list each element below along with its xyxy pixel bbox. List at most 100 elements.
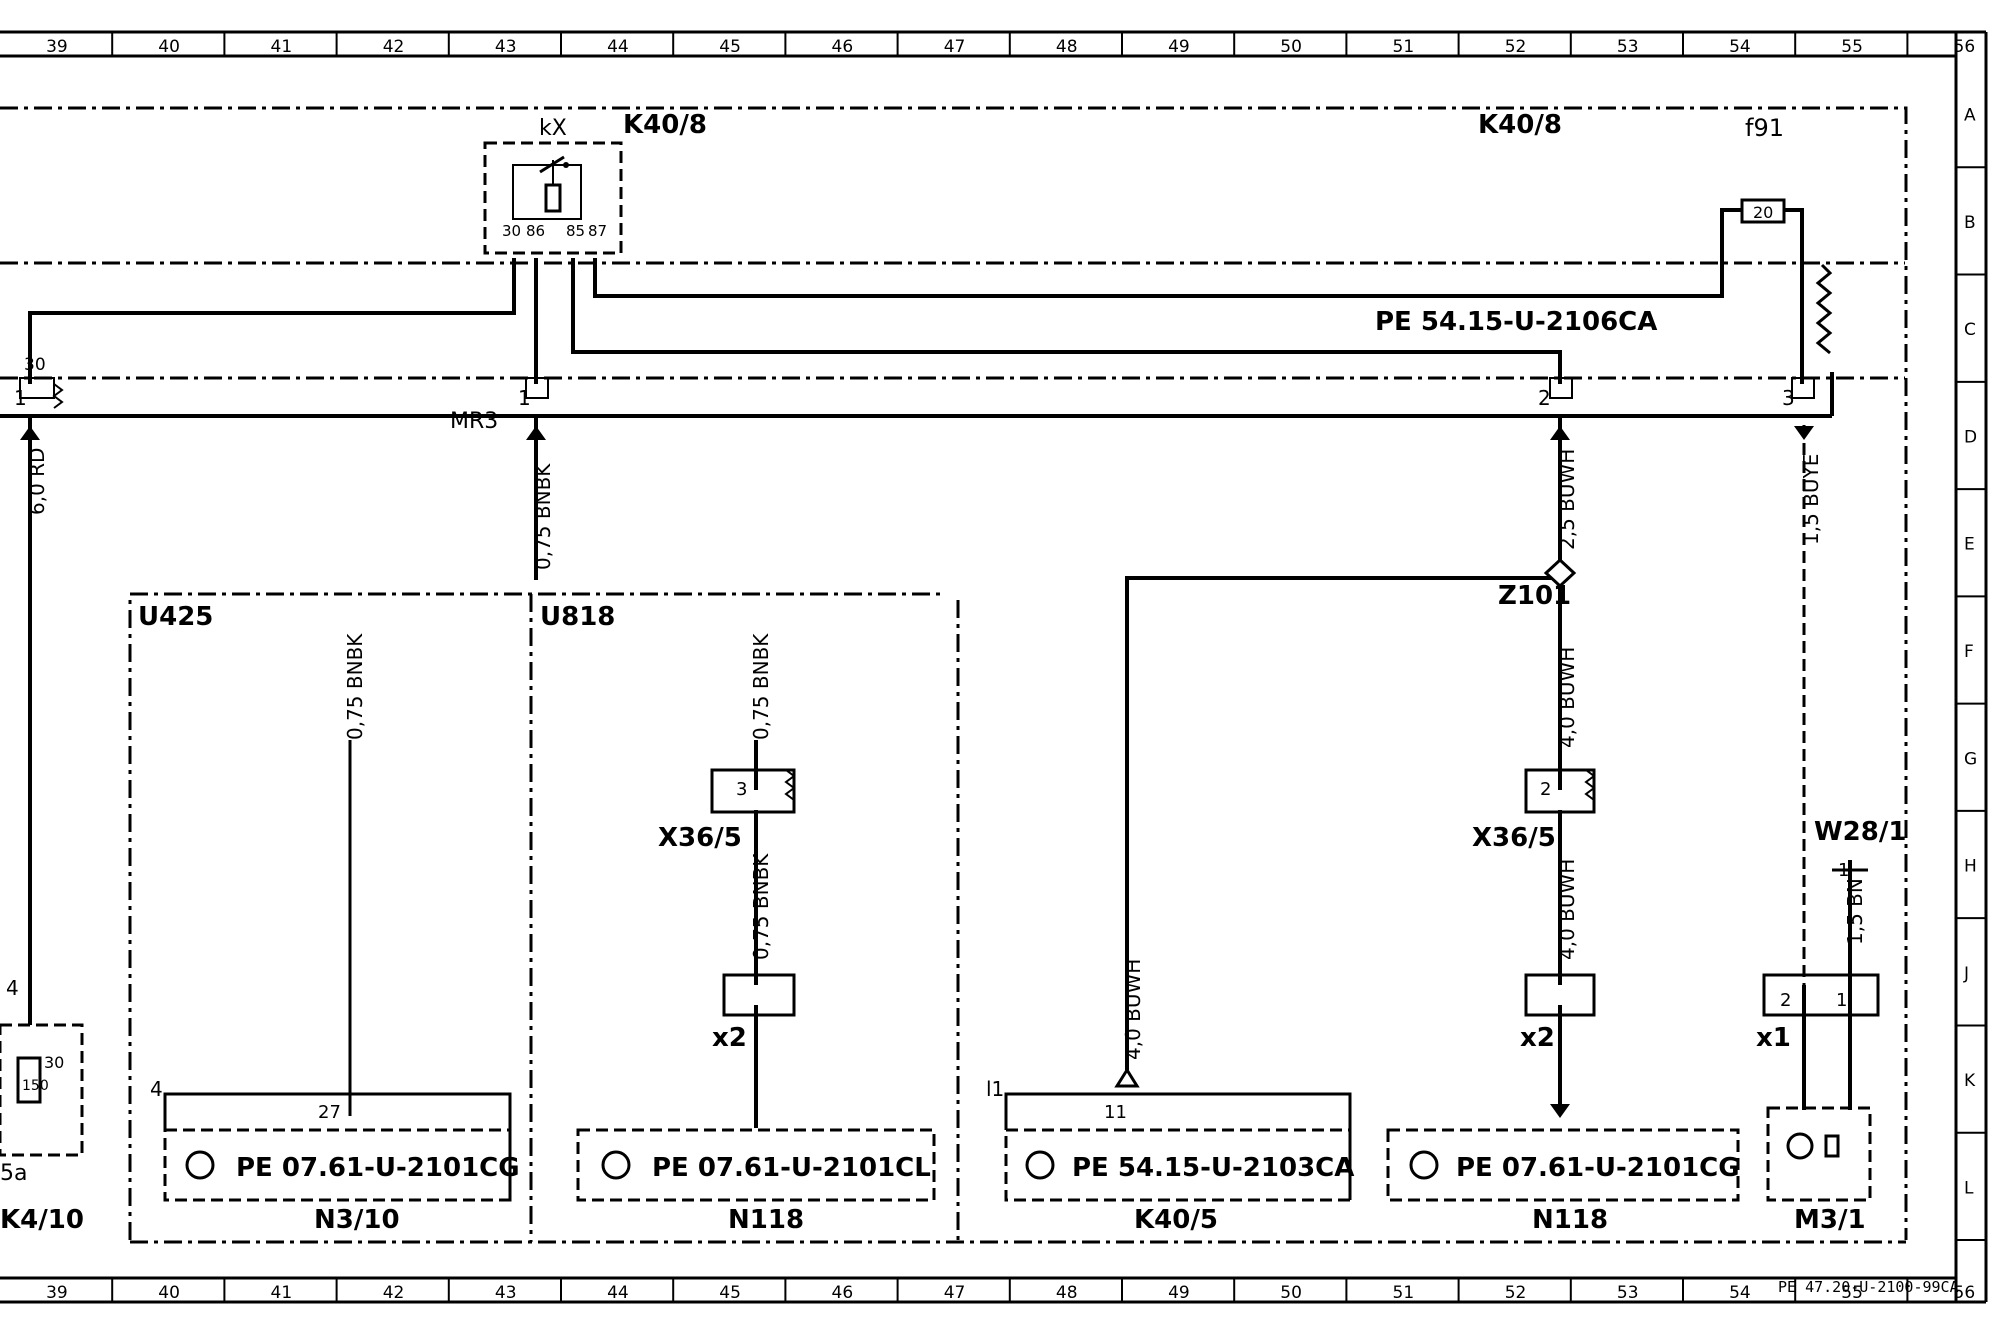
column-number: 49 <box>1168 1283 1190 1303</box>
ref-n118-b: PE 07.61-U-2101CG <box>1456 1153 1740 1183</box>
x2-left <box>722 973 796 1017</box>
relay-kx <box>483 141 623 255</box>
column-number: 54 <box>1729 37 1751 57</box>
ref-n3-10: PE 07.61-U-2101CG <box>236 1153 520 1183</box>
column-number: 45 <box>719 37 741 57</box>
fuse-value: 20 <box>1753 203 1773 222</box>
x36a-pin: 3 <box>736 779 747 800</box>
module-boxes <box>163 1067 1872 1202</box>
wire-bn: 1,5 BN <box>1843 878 1867 945</box>
row-letter: D <box>1964 427 1977 447</box>
pin-30-label: 30 <box>24 355 46 375</box>
column-number: 50 <box>1280 1283 1302 1303</box>
relay-ref-left: K40/8 <box>623 110 707 140</box>
sheet-frame <box>0 30 1988 1304</box>
ref-top: PE 54.15-U-2106CA <box>1375 307 1657 337</box>
column-number: 39 <box>46 37 68 57</box>
fuse-ref: f91 <box>1745 114 1784 142</box>
pin-2: 2 <box>1538 386 1551 410</box>
wire-buwh-40a: 4,0 BUWH <box>1555 647 1579 748</box>
k4-10-pin-top: 4 <box>6 976 19 1000</box>
column-number: 40 <box>158 37 180 57</box>
column-number: 53 <box>1617 1283 1639 1303</box>
column-number: 49 <box>1168 37 1190 57</box>
row-letter: J <box>1963 964 1969 984</box>
z101-label: Z101 <box>1498 581 1571 611</box>
row-letter: H <box>1964 857 1977 877</box>
wire-bnbk-u818a: 0,75 BNBK <box>749 633 773 740</box>
k4-10-pin-30: 30 <box>44 1053 64 1072</box>
wire-6-0-rd: 6,0 RD <box>25 448 49 515</box>
mr3-label: MR3 <box>450 409 498 434</box>
relay-pin-30: 30 <box>502 222 521 240</box>
x2-right-label: x2 <box>1520 1023 1555 1053</box>
column-number: 42 <box>383 1283 405 1303</box>
pin-1-left: 1 <box>14 386 27 410</box>
column-number: 40 <box>158 1283 180 1303</box>
column-number: 48 <box>1056 37 1078 57</box>
x1-pin-1: 1 <box>1836 990 1847 1011</box>
n118-b-label: N118 <box>1532 1205 1608 1235</box>
wire-buwh-main: 2,5 BUWH <box>1555 449 1579 550</box>
n118-a-label: N118 <box>728 1205 804 1235</box>
wire-buwh-k405: 4,0 BUWH <box>1121 959 1145 1060</box>
column-number: 41 <box>271 37 293 57</box>
column-number: 55 <box>1841 1283 1863 1303</box>
column-number: 45 <box>719 1283 741 1303</box>
x36-5-left <box>710 768 796 814</box>
u425-label: U425 <box>138 602 213 632</box>
relay-pin-87: 87 <box>588 222 607 240</box>
transistor-icons <box>185 1150 1439 1180</box>
relay-pin-86: 86 <box>526 222 545 240</box>
x36-5-left-label: X36/5 <box>658 823 742 853</box>
row-letter: F <box>1964 642 1974 662</box>
w28-1-label: W28/1 <box>1814 817 1906 847</box>
pin-11: 11 <box>1104 1102 1127 1123</box>
u818-label: U818 <box>540 602 615 632</box>
m3-1-label: M3/1 <box>1794 1205 1866 1235</box>
column-number: 56 <box>1954 37 1976 57</box>
row-letter: E <box>1964 535 1975 555</box>
k4-10-fuse: 150 <box>22 1078 49 1094</box>
relay-pin-labels: 30 86 85 87 <box>502 222 607 240</box>
column-number: 55 <box>1841 37 1863 57</box>
column-number: 44 <box>607 1283 629 1303</box>
column-number: 43 <box>495 1283 517 1303</box>
relay-ref-right: K40/8 <box>1478 110 1562 140</box>
x36b-pin: 2 <box>1540 779 1551 800</box>
x2-left-label: x2 <box>712 1023 747 1053</box>
w28-pin: 1 <box>1838 860 1849 881</box>
pin-l1: l1 <box>986 1077 1004 1101</box>
k4-10-label: K4/10 <box>0 1205 84 1235</box>
row-letter: K <box>1964 1071 1976 1091</box>
pin-1-mr3: 1 <box>518 386 531 410</box>
pin-27: 27 <box>318 1102 341 1123</box>
column-number: 43 <box>495 37 517 57</box>
column-number: 44 <box>607 37 629 57</box>
x1-connector <box>1762 973 1880 1017</box>
wire-bnbk-u425: 0,75 BNBK <box>343 633 367 740</box>
ref-k40-5: PE 54.15-U-2103CA <box>1072 1153 1354 1183</box>
column-number: 47 <box>944 37 966 57</box>
column-number: 46 <box>832 37 854 57</box>
column-number: 56 <box>1954 1283 1976 1303</box>
column-number: 54 <box>1729 1283 1751 1303</box>
k4-10-box <box>0 1023 84 1157</box>
n3-10-label: N3/10 <box>314 1205 400 1235</box>
x36-5-right-label: X36/5 <box>1472 823 1556 853</box>
column-number: 52 <box>1505 37 1527 57</box>
column-number: 48 <box>1056 1283 1078 1303</box>
row-letter: C <box>1964 320 1976 340</box>
wiring <box>0 208 1868 1128</box>
column-number: 41 <box>271 1283 293 1303</box>
wire-buwh-40b: 4,0 BUWH <box>1555 859 1579 960</box>
ref-n118-a: PE 07.61-U-2101CL <box>652 1153 931 1183</box>
column-number: 53 <box>1617 37 1639 57</box>
harness-boundaries <box>0 106 1908 1244</box>
column-number: 52 <box>1505 1283 1527 1303</box>
relay-pin-85: 85 <box>566 222 585 240</box>
